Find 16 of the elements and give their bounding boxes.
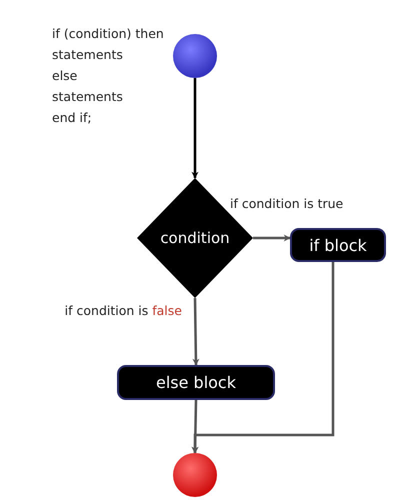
node-label: condition — [159, 228, 231, 248]
start-node — [173, 34, 217, 78]
arrow — [192, 298, 200, 366]
edge-label: if condition is false — [64, 305, 182, 318]
process-box: if block — [290, 228, 386, 262]
edge-label: if condition is true — [230, 198, 344, 210]
code-line: if (condition) then — [52, 28, 164, 40]
code-line: statements — [52, 49, 123, 62]
arrow — [253, 234, 291, 242]
code-line: else — [52, 70, 78, 82]
code-line: statements — [52, 91, 123, 104]
code-line: end if; — [52, 112, 92, 124]
process-box: else block — [117, 365, 275, 400]
end-node — [173, 453, 217, 497]
arrow — [192, 400, 199, 454]
arrow — [192, 78, 198, 179]
